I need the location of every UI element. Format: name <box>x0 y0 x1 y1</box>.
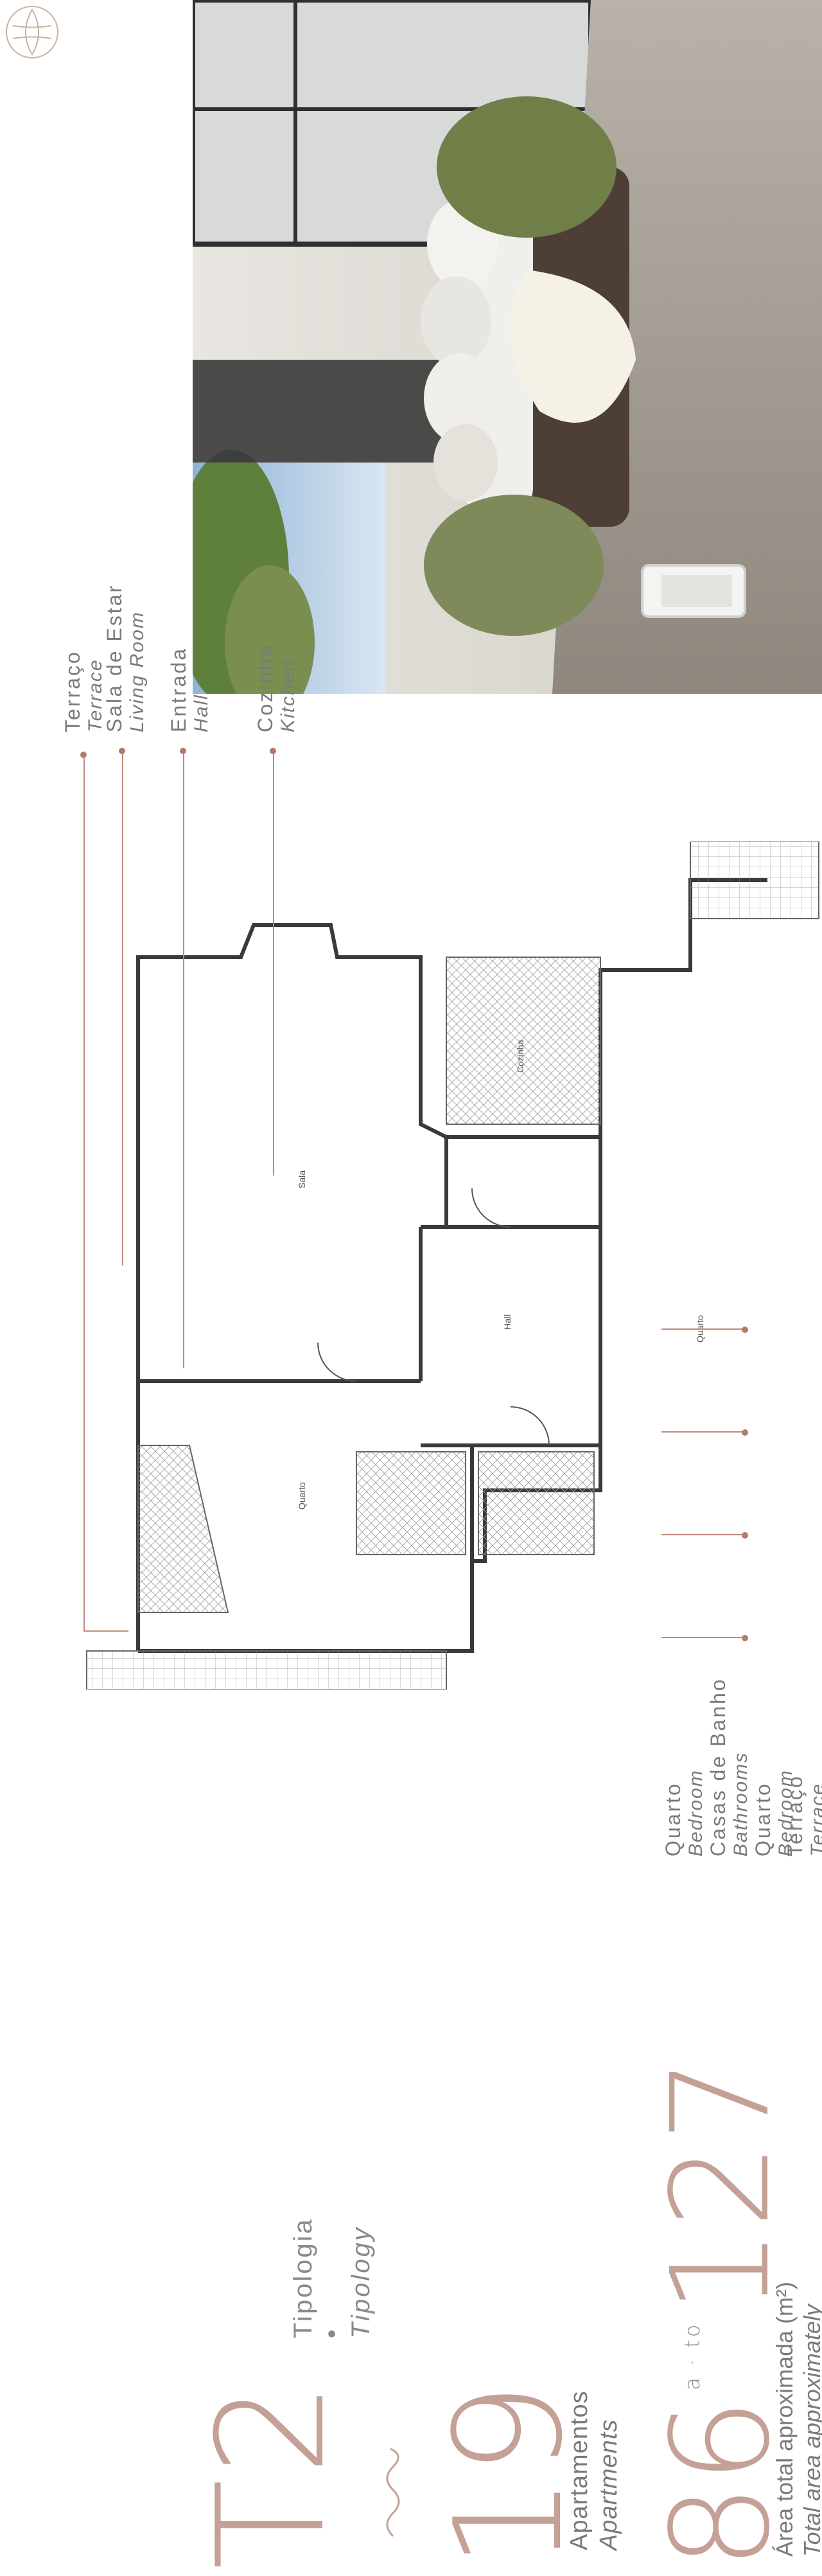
callout-en: Hall <box>190 694 212 732</box>
plan-room-text: Cozinha <box>515 1039 525 1073</box>
area-label-en: Total area approximately <box>799 2304 822 2557</box>
callout-pt: Terraço <box>61 650 84 732</box>
callout-pt: Cozinha <box>254 643 277 732</box>
wave-divider-icon <box>386 2448 400 2537</box>
leader-dot <box>180 748 186 754</box>
typology-separator: • <box>318 2327 346 2338</box>
area-max: 127 <box>642 2056 800 2315</box>
leader-dot <box>742 1429 748 1436</box>
leader-line <box>661 1637 745 1638</box>
leader-line <box>183 752 184 1368</box>
callout-terrace-bottom: Terraço Terrace <box>783 1774 822 1857</box>
leader-line <box>661 1431 745 1433</box>
plan-room-text: Quarto <box>297 1482 307 1510</box>
leader-dot <box>742 1532 748 1539</box>
leader-line <box>661 1534 745 1535</box>
typology-label-en: Tipology <box>347 2226 375 2338</box>
leader-dot <box>742 1327 748 1333</box>
leader-line <box>83 1630 128 1632</box>
leader-line <box>83 758 85 1632</box>
plan-room-text: Sala <box>297 1170 307 1188</box>
leader-dot <box>119 748 125 754</box>
callout-pt: Quarto <box>751 1782 774 1857</box>
plan-room-text: Hall <box>502 1314 512 1330</box>
callout-pt: Quarto <box>661 1782 685 1857</box>
area-label: Área total aproximada (m²) Total area ap… <box>771 2282 822 2557</box>
typology-label-pt: Tipologia <box>289 2218 317 2338</box>
callout-terrace-top: Terraço Terrace <box>61 650 107 732</box>
callout-pt: Casas de Banho <box>706 1677 730 1857</box>
callout-pt: Sala de Estar <box>103 583 126 732</box>
area-label-pt: Área total aproximada (m²) <box>771 2281 798 2557</box>
callout-bedroom-1: Quarto Bedroom <box>661 1769 707 1857</box>
leader-dot <box>270 748 276 754</box>
callout-pt: Terraço <box>783 1774 807 1857</box>
area-range-word: a · to <box>679 2322 704 2390</box>
leader-line <box>122 752 123 1266</box>
floorplan: Quarto Sala Hall Cozinha Quarto <box>86 842 819 1689</box>
apartments-label-en: Apartments <box>595 2419 622 2550</box>
leader-dot <box>742 1635 748 1641</box>
leader-line <box>661 1328 745 1330</box>
callout-en: Terrace <box>807 1783 822 1857</box>
leader-dot <box>80 752 87 758</box>
callout-en: Kitchen <box>277 658 299 732</box>
apartments-label-pt: Apartamentos <box>566 2390 593 2550</box>
callout-living-room: Sala de Estar Living Room <box>103 584 148 732</box>
callout-en: Bathrooms <box>730 1751 751 1857</box>
callout-en: Living Room <box>126 611 148 732</box>
callout-bathrooms: Casas de Banho Bathrooms <box>706 1677 752 1857</box>
typology-code: T2 <box>186 2378 358 2570</box>
callout-hall: Entrada Hall <box>167 647 213 732</box>
leader-line <box>273 752 274 1176</box>
callout-kitchen: Cozinha Kitchen <box>254 644 299 732</box>
callout-pt: Entrada <box>167 646 190 732</box>
callout-en: Bedroom <box>685 1769 706 1857</box>
leaf-logo-icon <box>6 6 58 58</box>
terrace-photo <box>193 0 822 694</box>
apartments-label: Apartamentos Apartments <box>565 2390 624 2550</box>
typology-label: Tipologia • Tipology <box>289 2218 376 2338</box>
